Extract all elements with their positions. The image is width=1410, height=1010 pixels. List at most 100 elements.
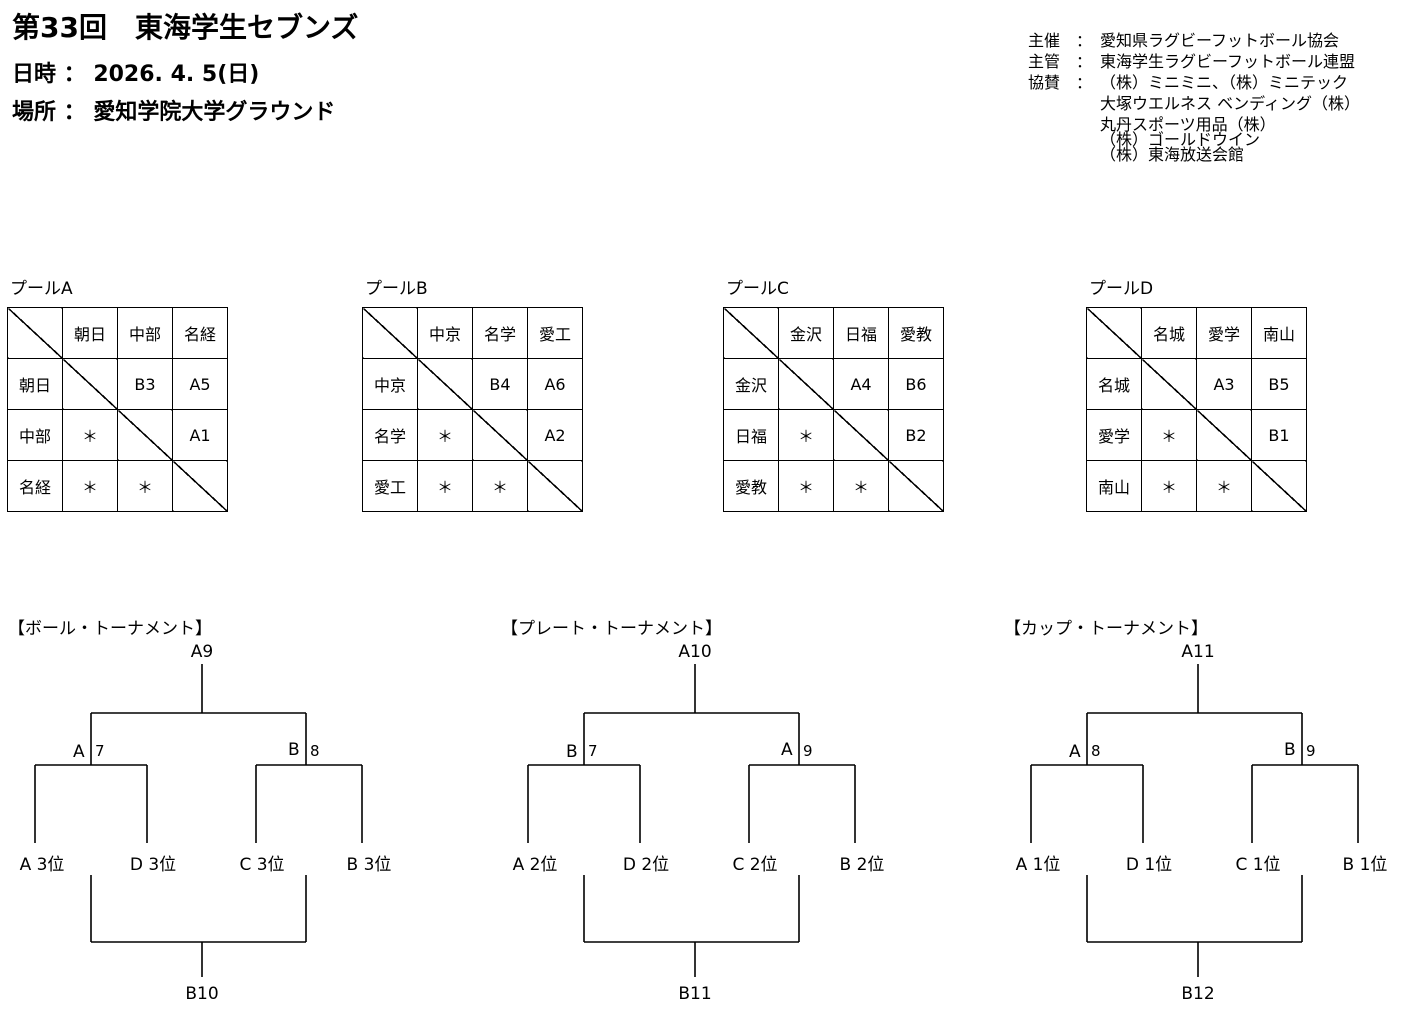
seed-label: B 3位 <box>346 855 392 875</box>
seed-label: A 2位 <box>512 855 558 875</box>
match-cell: ＊ <box>417 460 473 512</box>
sponsor-separator: ： <box>1076 73 1093 92</box>
sponsor-separator: ： <box>1076 52 1093 71</box>
team-row-label: 愛工 <box>362 460 418 512</box>
seed-label: D 2位 <box>622 855 670 875</box>
header-corner <box>362 307 418 359</box>
match-cell: A5 <box>172 358 228 410</box>
match-cell: ＊ <box>417 409 473 461</box>
pool-title: プールC <box>726 279 789 299</box>
sponsor-name: 東海学生ラグビーフットボール連盟 <box>1100 52 1356 71</box>
header-corner <box>1086 307 1142 359</box>
team-row-label: 朝日 <box>7 358 63 410</box>
sponsor-role: 協賛 <box>1028 73 1061 92</box>
team-header: 名学 <box>472 307 528 359</box>
tournament-title: 【カップ・トーナメント】 <box>1004 619 1208 639</box>
team-row-label: 南山 <box>1086 460 1142 512</box>
seed-label: D 3位 <box>129 855 177 875</box>
pool-row: 名城愛学南山 <box>1086 307 1307 359</box>
seed-label: D 1位 <box>1125 855 1173 875</box>
consolation-match-label: B10 <box>185 984 219 1004</box>
match-cell: A2 <box>527 409 583 461</box>
final-match-label: A9 <box>190 642 214 662</box>
match-cell: B6 <box>888 358 944 410</box>
match-cell: ＊ <box>778 460 834 512</box>
self-match-cell <box>1196 409 1252 461</box>
self-match-cell <box>472 409 528 461</box>
semi-left-number: 8 <box>1091 742 1101 760</box>
match-cell: B3 <box>117 358 173 410</box>
semi-right-number: 9 <box>803 742 813 760</box>
team-row-label: 名城 <box>1086 358 1142 410</box>
event-venue: 場所 ： 愛知学院大学グラウンド <box>12 100 336 125</box>
seed-label: C 1位 <box>1235 855 1281 875</box>
consolation-match-label: B12 <box>1181 984 1215 1004</box>
team-header: 日福 <box>833 307 889 359</box>
sponsor-name: （株）東海放送会館 <box>1100 145 1245 164</box>
event-date: 日時 ： 2026. 4. 5(日) <box>12 62 260 87</box>
pool-row: 南山＊＊ <box>1086 460 1307 512</box>
semi-left-number: 7 <box>588 742 598 760</box>
match-cell: A6 <box>527 358 583 410</box>
team-header: 中部 <box>117 307 173 359</box>
sponsor-name: 愛知県ラグビーフットボール協会 <box>1100 31 1340 50</box>
sponsor-name: 大塚ウエルネス ベンディング（株） <box>1100 94 1360 113</box>
pool-row: 愛教＊＊ <box>723 460 944 512</box>
semi-right-number: 9 <box>1306 742 1316 760</box>
match-cell: ＊ <box>1196 460 1252 512</box>
semi-left-label: A <box>73 742 85 762</box>
match-cell: ＊ <box>62 460 118 512</box>
match-cell: ＊ <box>778 409 834 461</box>
team-row-label: 金沢 <box>723 358 779 410</box>
self-match-cell <box>117 409 173 461</box>
tournament-title: 【ボール・トーナメント】 <box>8 619 212 639</box>
pool-row: 名経＊＊ <box>7 460 228 512</box>
self-match-cell <box>172 460 228 512</box>
team-header: 愛工 <box>527 307 583 359</box>
pool-title: プールD <box>1089 279 1154 299</box>
match-cell: ＊ <box>833 460 889 512</box>
match-cell: B4 <box>472 358 528 410</box>
sponsor-role: 主管 <box>1028 52 1061 71</box>
sponsor-separator: ： <box>1076 31 1093 50</box>
header-corner <box>7 307 63 359</box>
final-match-label: A10 <box>678 642 712 662</box>
pool-row: 朝日中部名経 <box>7 307 228 359</box>
self-match-cell <box>1141 358 1197 410</box>
pool-title: プールB <box>365 279 428 299</box>
sponsor-name: 丸丹スポーツ用品（株） <box>1100 115 1276 134</box>
page-title: 第33回 東海学生セブンズ <box>12 11 359 44</box>
semi-right-label: A <box>781 740 793 760</box>
semi-left-label: B <box>566 742 578 762</box>
tournament-title: 【プレート・トーナメント】 <box>501 619 722 639</box>
seed-label: C 2位 <box>732 855 778 875</box>
semi-right-label: B <box>1284 740 1296 760</box>
sponsor-name: （株）ゴールドウイン <box>1100 130 1261 149</box>
seed-label: A 1位 <box>1015 855 1061 875</box>
consolation-match-label: B11 <box>678 984 712 1004</box>
pool-row: 名学＊A2 <box>362 409 583 461</box>
match-cell: ＊ <box>117 460 173 512</box>
team-header: 名経 <box>172 307 228 359</box>
self-match-cell <box>888 460 944 512</box>
team-header: 金沢 <box>778 307 834 359</box>
team-header: 愛学 <box>1196 307 1252 359</box>
semi-left-number: 7 <box>95 742 105 760</box>
self-match-cell <box>417 358 473 410</box>
team-header: 名城 <box>1141 307 1197 359</box>
match-cell: ＊ <box>62 409 118 461</box>
self-match-cell <box>1251 460 1307 512</box>
team-header: 朝日 <box>62 307 118 359</box>
match-cell: ＊ <box>1141 460 1197 512</box>
seed-label: B 1位 <box>1342 855 1388 875</box>
pool-row: 金沢日福愛教 <box>723 307 944 359</box>
sponsor-role: 主催 <box>1028 31 1061 50</box>
